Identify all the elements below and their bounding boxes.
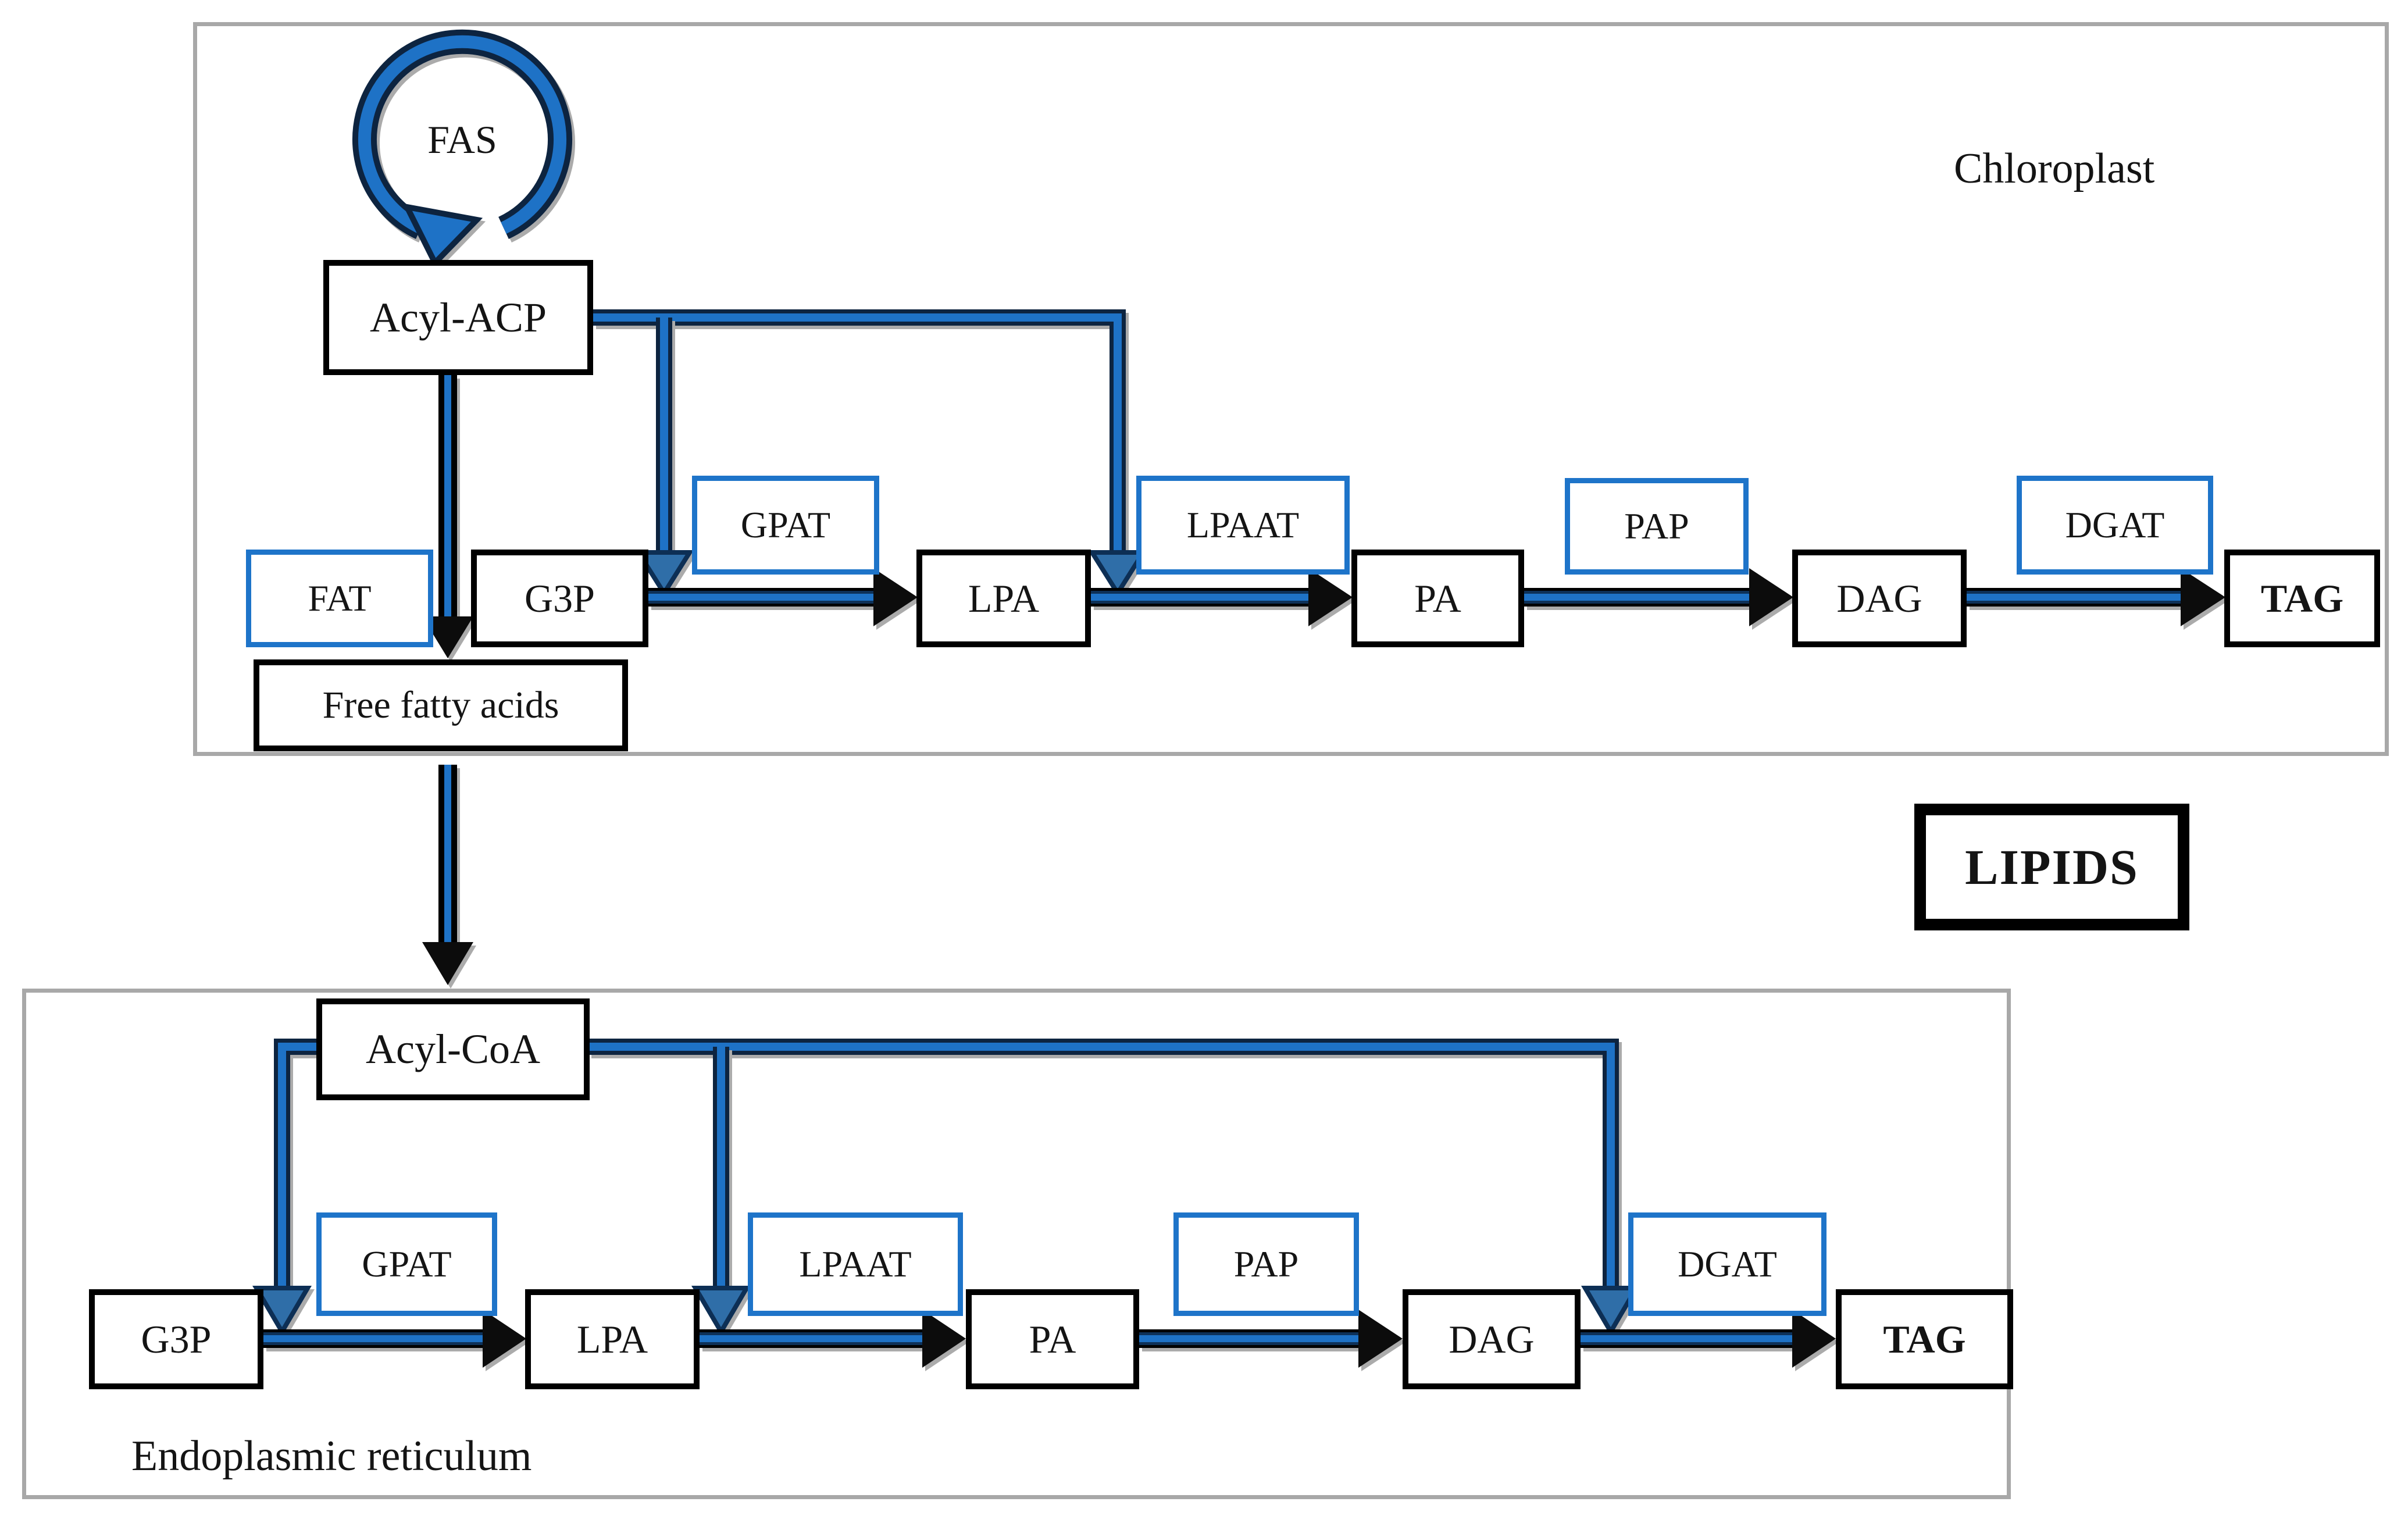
- enzyme-lpaat-er-label: LPAAT: [799, 1243, 912, 1285]
- chloroplast-region: [193, 22, 2389, 756]
- node-dag-er: DAG: [1403, 1289, 1581, 1389]
- node-pa-er-label: PA: [1029, 1317, 1076, 1361]
- enzyme-pap-top-label: PAP: [1624, 505, 1689, 547]
- chloroplast-region-label: Chloroplast: [1954, 145, 2155, 192]
- enzyme-dgat-top-label: DGAT: [2065, 504, 2165, 545]
- enzyme-gpat-er: GPAT: [316, 1212, 497, 1316]
- lipids-label: LIPIDS: [1965, 839, 2139, 895]
- node-lpa-er: LPA: [525, 1289, 700, 1389]
- fas-cycle-label: FAS: [427, 117, 497, 162]
- enzyme-lpaat-top-label: LPAAT: [1186, 504, 1300, 545]
- node-g3p-top: G3P: [471, 550, 648, 647]
- enzyme-dgat-er: DGAT: [1628, 1212, 1826, 1316]
- enzyme-dgat-top: DGAT: [2017, 476, 2213, 575]
- node-g3p-er: G3P: [89, 1289, 263, 1389]
- node-dag-er-label: DAG: [1449, 1317, 1535, 1361]
- enzyme-pap-er-label: PAP: [1233, 1243, 1299, 1285]
- node-acyl-coa-label: Acyl-CoA: [366, 1026, 540, 1072]
- er-region: [22, 989, 2011, 1499]
- node-dag-top: DAG: [1792, 550, 1967, 647]
- enzyme-fat-label: FAT: [308, 577, 372, 619]
- enzyme-lpaat-er: LPAAT: [748, 1212, 963, 1316]
- node-free-fatty-acids: Free fatty acids: [254, 659, 628, 751]
- node-dag-top-label: DAG: [1836, 576, 1922, 620]
- enzyme-gpat-top-label: GPAT: [740, 504, 831, 545]
- enzyme-gpat-er-label: GPAT: [362, 1243, 452, 1285]
- node-tag-top-label: TAG: [2260, 576, 2344, 620]
- node-lpa-top: LPA: [916, 550, 1091, 647]
- node-lpa-er-label: LPA: [576, 1317, 648, 1361]
- enzyme-lpaat-top: LPAAT: [1136, 476, 1350, 575]
- node-tag-er: TAG: [1836, 1289, 2013, 1389]
- node-acyl-acp: Acyl-ACP: [323, 260, 593, 375]
- node-g3p-top-label: G3P: [525, 576, 595, 620]
- enzyme-pap-er: PAP: [1173, 1212, 1359, 1316]
- node-acyl-acp-label: Acyl-ACP: [370, 294, 547, 341]
- node-pa-er: PA: [966, 1289, 1139, 1389]
- node-pa-top-label: PA: [1414, 576, 1461, 620]
- node-tag-er-label: TAG: [1883, 1317, 1966, 1361]
- node-g3p-er-label: G3P: [141, 1317, 212, 1361]
- node-acyl-coa: Acyl-CoA: [316, 998, 590, 1100]
- node-pa-top: PA: [1351, 550, 1524, 647]
- enzyme-gpat-top: GPAT: [692, 476, 879, 575]
- node-lpa-top-label: LPA: [968, 576, 1040, 620]
- arrow-ffa-to-acylcoa: [422, 765, 473, 985]
- enzyme-dgat-er-label: DGAT: [1678, 1243, 1777, 1285]
- lipids-box: LIPIDS: [1914, 804, 2189, 930]
- enzyme-pap-top: PAP: [1565, 478, 1749, 575]
- node-free-fatty-acids-label: Free fatty acids: [322, 684, 559, 726]
- node-tag-top: TAG: [2224, 550, 2380, 647]
- enzyme-fat: FAT: [246, 550, 433, 647]
- er-region-label: Endoplasmic reticulum: [131, 1432, 532, 1480]
